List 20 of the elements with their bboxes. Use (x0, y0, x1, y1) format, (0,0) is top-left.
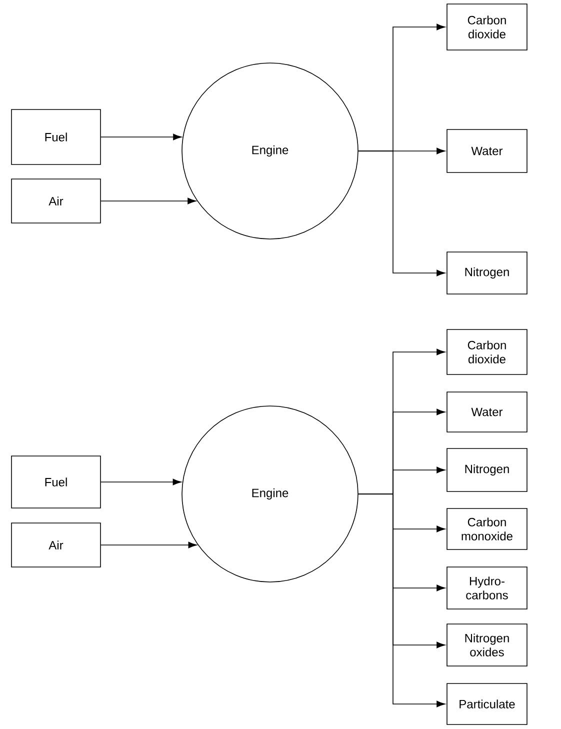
arrow (100, 134, 182, 140)
arrow (100, 478, 182, 486)
arrow (358, 494, 446, 708)
output-box: Hydro-carbons (446, 566, 528, 610)
arrow (100, 198, 196, 204)
output-box: Nitrogen oxides (446, 624, 528, 666)
arrow (358, 150, 446, 276)
output-box: Carbon monoxide (446, 508, 528, 550)
input-box: Air (11, 522, 101, 568)
output-box: Particulate (446, 683, 528, 725)
output-box: Nitrogen (446, 448, 528, 492)
arrow (100, 542, 197, 548)
output-box: Water (446, 392, 528, 432)
input-box: Fuel (11, 109, 101, 165)
input-box: Fuel (11, 456, 101, 508)
input-box: Air (11, 178, 101, 224)
output-box: Nitrogen (446, 252, 528, 294)
output-box: Carbon dioxide (446, 329, 528, 375)
output-box: Water (446, 129, 528, 173)
output-box: Carbon dioxide (446, 4, 528, 50)
